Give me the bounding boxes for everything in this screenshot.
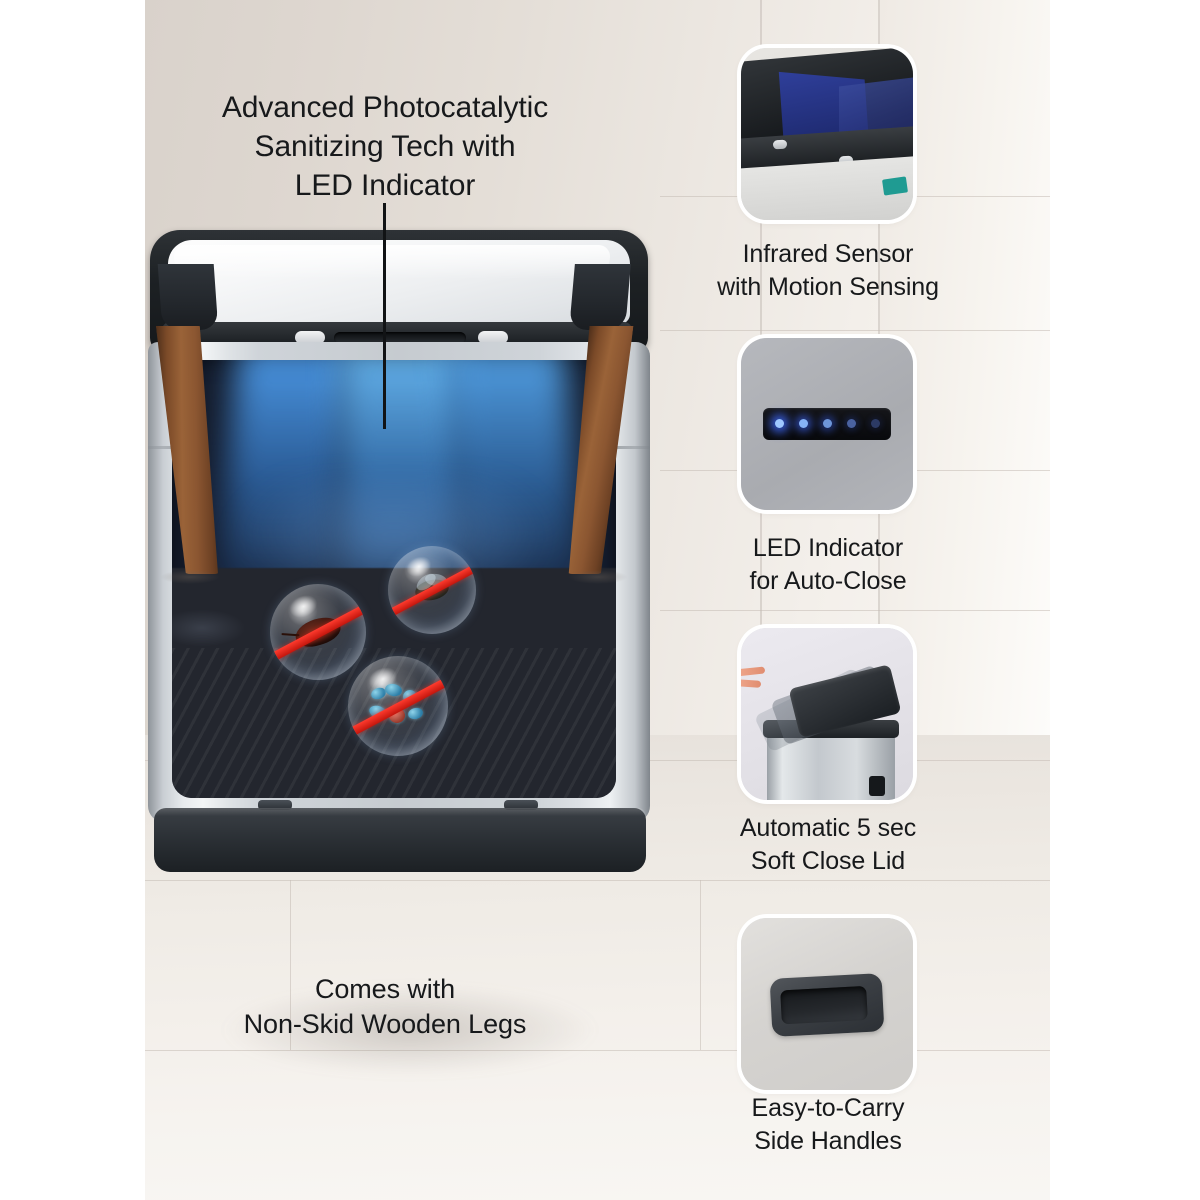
legs-note-line-1: Comes with [314,974,456,1004]
leg-shadow [160,570,220,584]
rim-stud [772,139,788,150]
hand-icon [741,666,769,694]
fly-bubble [388,546,476,634]
product-shadow [150,960,670,1100]
can-body [148,342,650,822]
interior-cutaway-view [172,360,616,798]
lid-button-right[interactable] [478,331,508,344]
headline-leader-line [383,203,386,429]
infrared-sensor-label: Infrared Sensor with Motion Sensing [663,238,993,303]
side-handle-label: Easy-to-Carry Side Handles [663,1092,993,1157]
liner-bag [882,176,908,196]
base-clip [504,800,538,810]
led-dot [871,419,880,428]
trash-can [148,230,656,1040]
feature-label-line-2: Soft Close Lid [750,846,906,875]
page-frame-right [1050,0,1200,1200]
feature-label-line-1: Easy-to-Carry [751,1094,905,1122]
can-base [154,800,646,872]
feature-label-line-1: LED Indicator [752,534,904,562]
led-indicator-label: LED Indicator for Auto-Close [663,532,993,597]
led-indicator-thumbnail[interactable] [741,338,913,510]
cockroach-bubble [270,584,366,680]
headline-line-2: Sanitizing Tech with [254,130,516,163]
led-dot [847,419,856,428]
led-dot [799,419,808,428]
base-clip [258,800,292,810]
wall-tile-line [660,330,1052,331]
headline-line-3: LED Indicator [294,169,476,202]
leg-socket-left [157,264,219,330]
floor-tile-line [700,880,701,1050]
headline-line-1: Advanced Photocatalytic [221,91,549,124]
soft-close-lid-thumbnail[interactable] [741,628,913,800]
lid-button-left[interactable] [295,331,325,344]
led-bar [763,408,891,440]
leg-socket-right [569,264,631,330]
feature-label-line-2: Side Handles [754,1126,902,1155]
wooden-legs-callout: Comes with Non-Skid Wooden Legs [180,972,590,1042]
bacteria-bubble [348,656,448,756]
infrared-sensor-thumbnail[interactable] [741,48,913,220]
recessed-handle [769,973,885,1037]
leg-shadow [568,570,628,584]
feature-label-line-2: with Motion Sensing [717,272,939,301]
prohibition-slash [388,563,476,619]
side-handle-thumbnail[interactable] [741,918,913,1090]
lid-top-panel [168,240,630,324]
led-dot [823,419,832,428]
page-frame-left [0,0,145,1200]
wall-tile-line [660,610,1052,611]
led-dot [775,419,784,428]
feature-label-line-1: Infrared Sensor [742,240,914,268]
feature-label-line-1: Automatic 5 sec [739,814,917,842]
soft-close-lid-label: Automatic 5 sec Soft Close Lid [663,812,993,877]
sensor-slot [334,332,466,344]
feature-label-line-2: for Auto-Close [749,566,907,595]
legs-note-line-2: Non-Skid Wooden Legs [243,1009,527,1040]
headline-callout: Advanced Photocatalytic Sanitizing Tech … [150,88,620,205]
